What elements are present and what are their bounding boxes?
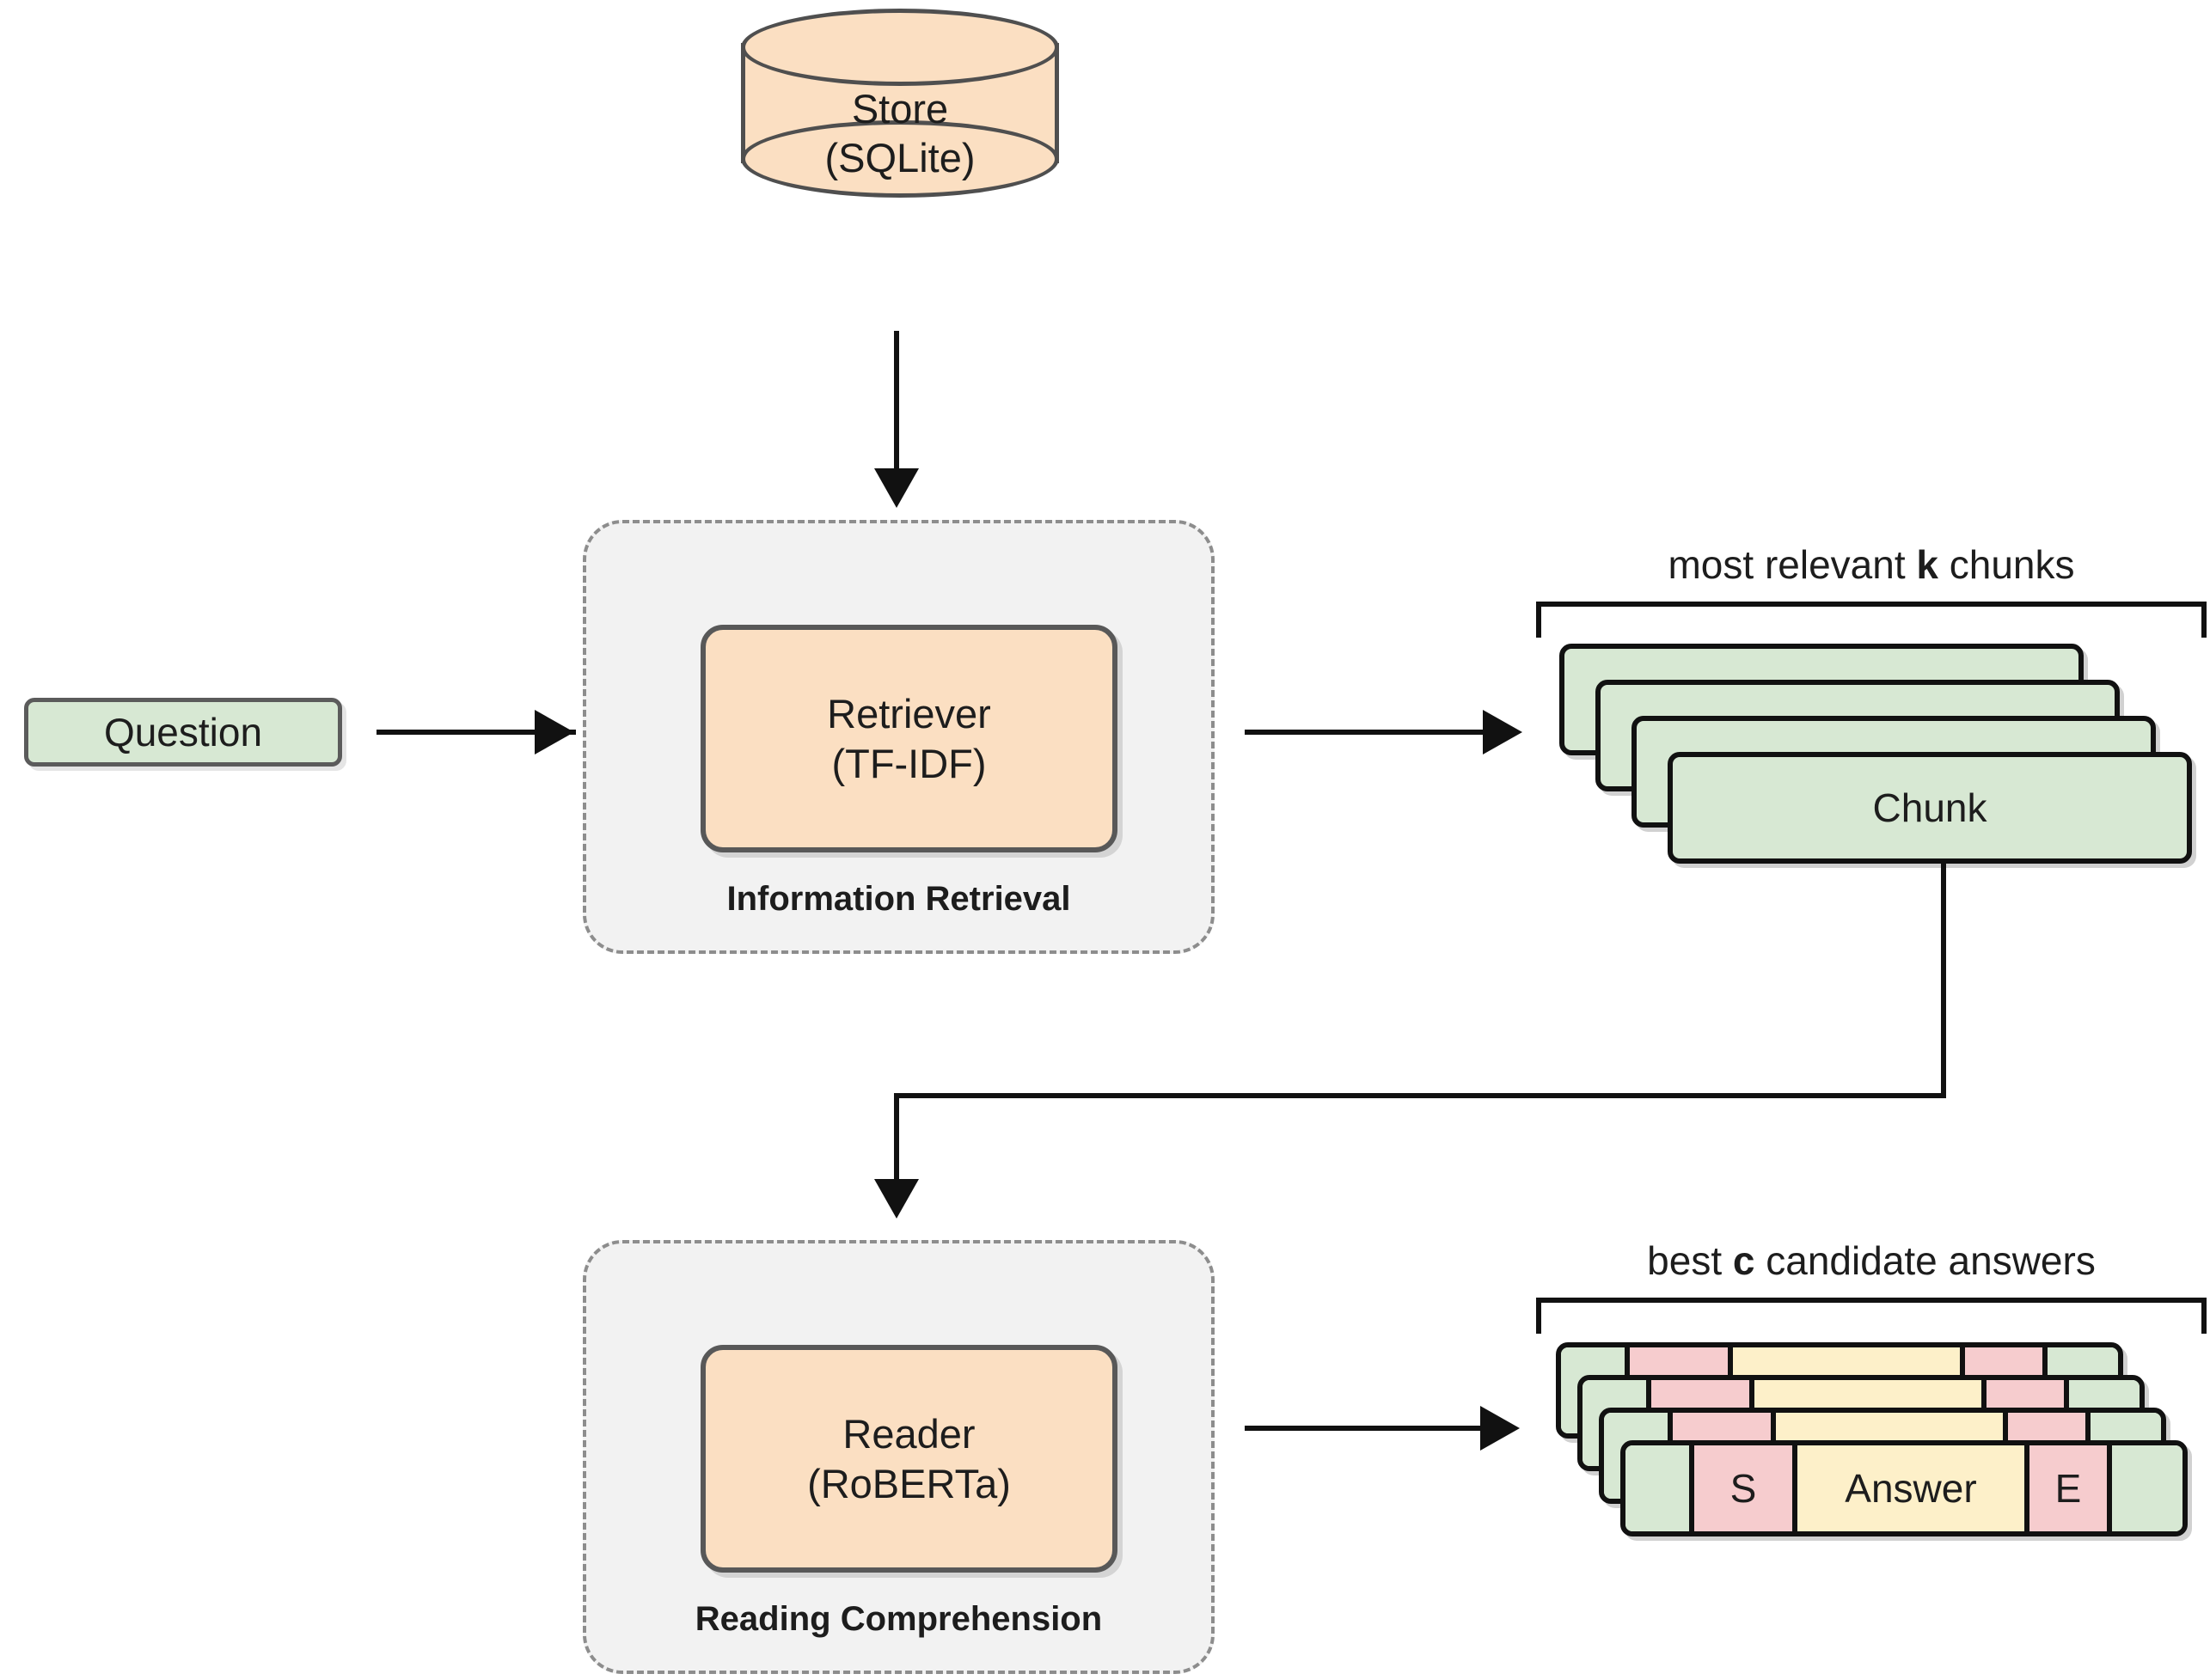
connector-chunks-to-reader-arrowhead xyxy=(874,1179,919,1219)
connector-retrieval-to-chunks xyxy=(1245,730,1490,735)
connector-store-to-retriever xyxy=(894,331,899,473)
answer-segment-context-left xyxy=(1625,1445,1689,1531)
connector-retrieval-to-chunks-arrowhead xyxy=(1483,710,1522,754)
answer-segment-start-token: S xyxy=(1689,1445,1792,1531)
connector-chunks-to-reader-drop xyxy=(894,1093,899,1183)
store-database-node: Store (SQLite) xyxy=(741,9,1059,198)
connector-question-to-retrieval-arrowhead xyxy=(535,710,574,754)
connector-question-to-retrieval xyxy=(376,730,576,735)
answer-end-token-label: E xyxy=(2054,1466,2082,1511)
cylinder-bottom-ellipse xyxy=(741,120,1059,198)
information-retrieval-group-label: Information Retrieval xyxy=(726,880,1071,918)
answer-span-label: Answer xyxy=(1845,1466,1977,1511)
chunk-card-front: Chunk xyxy=(1668,752,2192,864)
chunks-caption-post: chunks xyxy=(1938,542,2075,587)
connector-chunks-to-reader-vertical xyxy=(1941,859,1946,1098)
connector-chunks-to-reader-horizontal xyxy=(894,1093,1946,1098)
retriever-node: Retriever (TF-IDF) xyxy=(701,625,1117,852)
answers-caption-variable: c xyxy=(1732,1238,1755,1283)
answer-segment-span: Answer xyxy=(1792,1445,2024,1531)
answer-start-token-label: S xyxy=(1729,1466,1757,1511)
connector-reader-to-answers-arrowhead xyxy=(1480,1406,1520,1451)
answer-segment-context-right xyxy=(2107,1445,2182,1531)
chunk-card-label: Chunk xyxy=(1872,785,1987,830)
reader-node: Reader (RoBERTa) xyxy=(701,1345,1117,1573)
answers-bracket xyxy=(1536,1298,2207,1334)
cylinder-top-ellipse xyxy=(741,9,1059,86)
information-retrieval-group: Retriever (TF-IDF) Information Retrieval xyxy=(583,520,1215,954)
reader-label-line1: Reader xyxy=(842,1411,976,1457)
chunks-bracket xyxy=(1536,602,2207,638)
reader-label-line2: (RoBERTa) xyxy=(807,1460,1011,1506)
chunks-caption-variable: k xyxy=(1916,542,1938,587)
connector-store-to-retriever-arrowhead xyxy=(874,468,919,508)
reading-comprehension-group-label: Reading Comprehension xyxy=(695,1600,1103,1638)
question-node-label: Question xyxy=(103,710,263,754)
retriever-label-line2: (TF-IDF) xyxy=(831,740,987,786)
chunks-caption-pre: most relevant xyxy=(1668,542,1917,587)
store-label-line1: Store xyxy=(851,86,949,131)
answers-caption-post: candidate answers xyxy=(1754,1238,2096,1283)
answers-caption-pre: best xyxy=(1647,1238,1733,1283)
store-node-label: Store (SQLite) xyxy=(741,84,1059,183)
connector-reader-to-answers xyxy=(1245,1426,1485,1431)
answer-card-front: S Answer E xyxy=(1620,1440,2188,1536)
answers-caption: best c candidate answers xyxy=(1536,1237,2207,1284)
question-node: Question xyxy=(24,698,342,767)
retriever-label-line1: Retriever xyxy=(827,691,991,737)
answer-segment-end-token: E xyxy=(2024,1445,2107,1531)
chunks-caption: most relevant k chunks xyxy=(1536,541,2207,588)
store-label-line2: (SQLite) xyxy=(824,135,976,181)
reading-comprehension-group: Reader (RoBERTa) Reading Comprehension xyxy=(583,1240,1215,1674)
